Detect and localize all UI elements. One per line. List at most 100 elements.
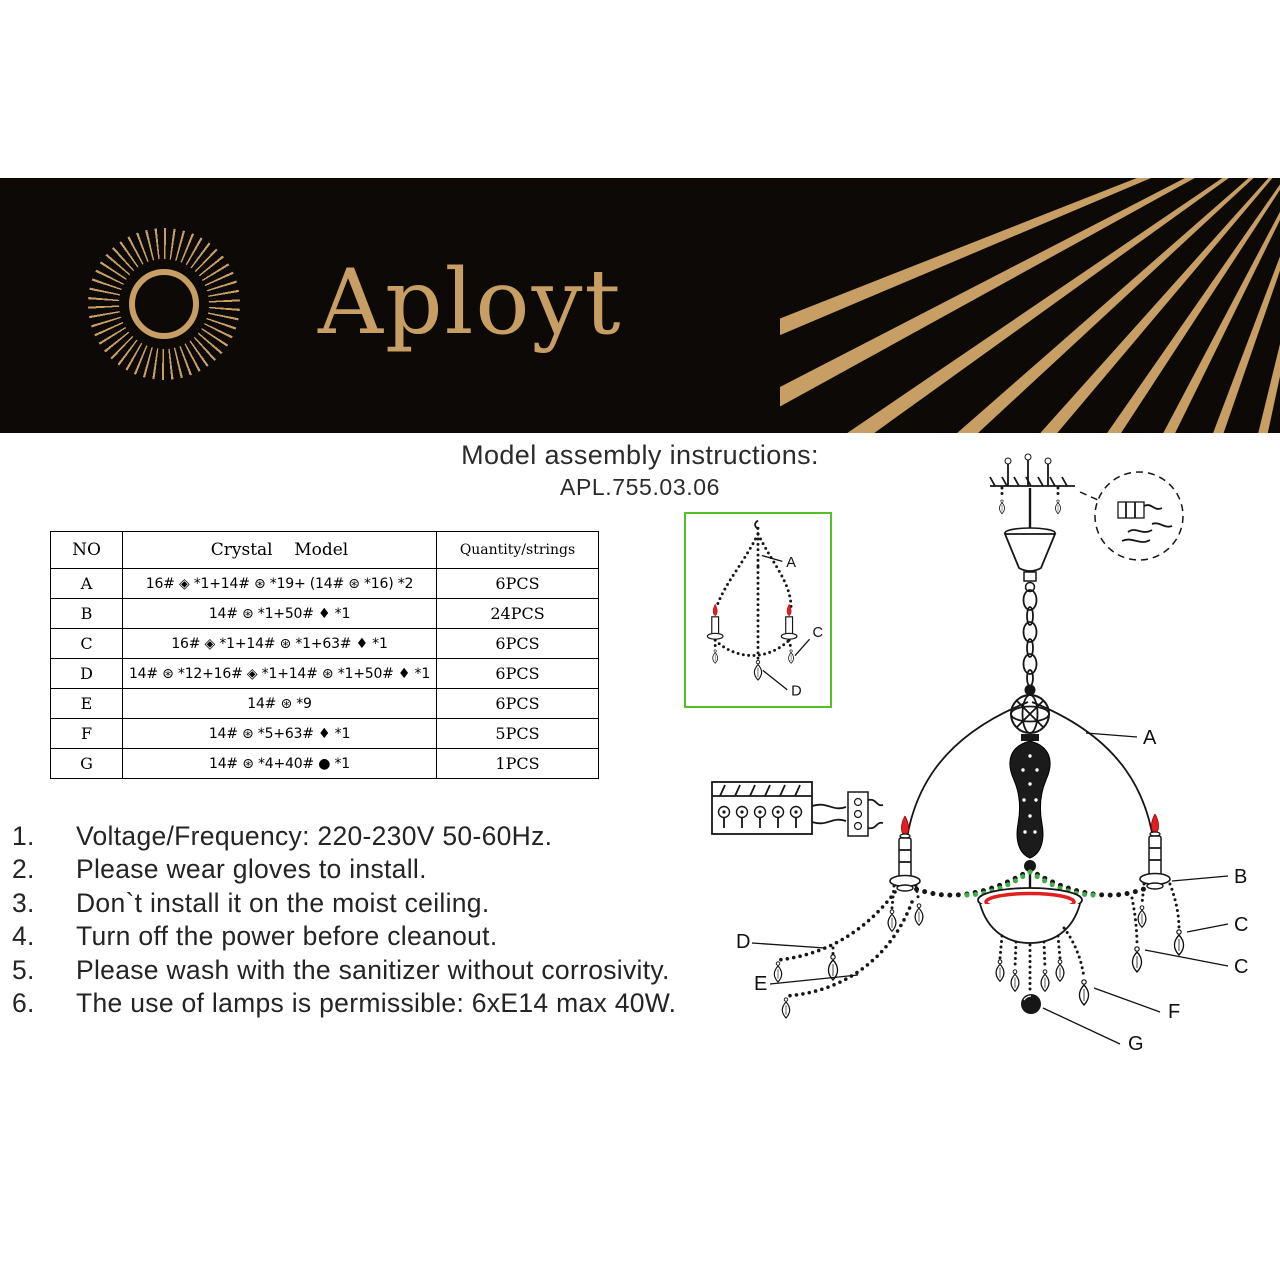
instruction-text: Don`t install it on the moist ceiling. [76, 887, 490, 918]
table-row: D 14# ⊛ *12+16# ◈ *1+14# ⊛ *1+50# ♦ *1 6… [50, 658, 599, 689]
diagram-label-f: F [1168, 1001, 1180, 1023]
crystal-drop-icon [1040, 969, 1050, 992]
instruction-item: 5. Please wash with the sanitizer withou… [12, 954, 757, 987]
instruction-list: 1. Voltage/Frequency: 220-230V 50-60Hz. … [12, 820, 757, 1020]
part-letter: D [50, 658, 123, 689]
center-bowl [977, 887, 1090, 1014]
quantity: 6PCS [436, 658, 599, 689]
table-row: B 14# ⊛ *1+50# ♦ *1 24PCS [50, 598, 599, 629]
crystal-model: 14# ⊛ *5+63# ♦ *1 [122, 718, 437, 749]
left-candle [887, 815, 924, 932]
table-row: G 14# ⊛ *4+40# ● *1 1PCS [50, 748, 599, 779]
diagram-label-g: G [1128, 1033, 1144, 1055]
green-bead-highlight [959, 869, 1033, 898]
diagram-label-d: D [736, 931, 750, 953]
diagram-label-c: C [812, 625, 823, 641]
baluster-ornament [1021, 754, 1039, 834]
col-header-no: NO [50, 531, 123, 569]
green-bead-highlight [1027, 869, 1101, 898]
small-diagram-labels: A C D [761, 554, 823, 700]
table-row: C 16# ◈ *1+14# ⊛ *1+63# ♦ *1 6PCS [50, 628, 599, 659]
center-column [1009, 684, 1051, 892]
instruction-item: 2. Please wear gloves to install. [12, 853, 757, 886]
model-number: APL.755.03.06 [560, 474, 720, 500]
page-title: Model assembly instructions: [461, 440, 819, 470]
canopy [1003, 533, 1057, 572]
baluster-body [1009, 740, 1051, 859]
crystal-drop-icon [999, 499, 1005, 515]
parts-table: NO Crystal Model Quantity/strings A 16# … [50, 531, 599, 779]
table-header-row: NO Crystal Model Quantity/strings [50, 531, 599, 569]
starburst-logo-center [129, 269, 199, 339]
part-letter: C [50, 628, 123, 659]
small-chandelier-diagram: A C D [706, 519, 823, 700]
instruction-number: 6. [12, 988, 35, 1019]
col-header-model: Crystal Model [122, 531, 437, 569]
diagram-label-e: E [754, 973, 767, 995]
crystal-pendant-icon [827, 954, 839, 981]
col-header-quantity: Quantity/strings [436, 531, 599, 569]
mini-candle-right [780, 603, 798, 664]
crystal-drop-icon [1055, 499, 1061, 515]
chain [1022, 589, 1038, 687]
quantity: 6PCS [436, 688, 599, 719]
table-row: A 16# ◈ *1+14# ⊛ *19+ (14# ⊛ *16) *2 6PC… [50, 568, 599, 599]
bead-swag-right [756, 532, 793, 610]
crystal-drop-icon [773, 961, 783, 983]
table-row: E 14# ⊛ *9 6PCS [50, 688, 599, 719]
diagram-labels: A B C C D E F G [736, 727, 1248, 1055]
instruction-text: Please wear gloves to install. [76, 854, 427, 885]
canopy-and-chain [1003, 527, 1057, 687]
instruction-text: Voltage/Frequency: 220-230V 50-60Hz. [76, 821, 553, 851]
ceiling-plate [989, 453, 1075, 530]
small-diagram-frame: A C D [684, 512, 832, 708]
crystal-drop-icon [1131, 946, 1143, 973]
wiring-terminal-block [711, 781, 884, 837]
crystal-drop-icon [1010, 969, 1020, 992]
bulb-flame-icon [1151, 813, 1159, 835]
crystal-drop-icon [781, 997, 791, 1019]
table-row: F 14# ⊛ *5+63# ♦ *1 5PCS [50, 718, 599, 749]
quantity: 6PCS [436, 628, 599, 659]
bead-swag [784, 900, 914, 998]
instruction-text: Turn off the power before cleanout. [76, 921, 498, 952]
quantity: 1PCS [436, 748, 599, 779]
part-letter: F [50, 718, 123, 749]
crystal-model: 14# ⊛ *12+16# ◈ *1+14# ⊛ *1+50# ♦ *1 [122, 658, 437, 689]
bulb-flame-icon [901, 815, 909, 837]
brand-wordmark: Aployt [318, 250, 623, 355]
part-letter: G [50, 748, 123, 779]
brand-banner: Aployt [0, 178, 1280, 433]
crystal-model: 16# ◈ *1+14# ⊛ *1+63# ♦ *1 [122, 628, 437, 659]
instruction-number: 5. [12, 954, 35, 985]
install-detail-inset [1079, 471, 1184, 561]
crystal-model: 16# ◈ *1+14# ⊛ *19+ (14# ⊛ *16) *2 [122, 568, 437, 599]
quantity: 5PCS [436, 718, 599, 749]
instruction-number: 3. [12, 887, 35, 918]
connector-block-icon [1117, 501, 1145, 519]
crystal-drop-icon [1173, 929, 1185, 956]
inset-detail-circle [1094, 471, 1184, 561]
diagram-label-b: B [1234, 866, 1247, 888]
diagram-label-c2: C [1234, 956, 1248, 978]
instruction-item: 4. Turn off the power before cleanout. [12, 920, 757, 953]
instruction-item: 6. The use of lamps is permissible: 6xE1… [12, 987, 757, 1020]
right-candle [1137, 813, 1171, 928]
part-letter: E [50, 688, 123, 719]
crystal-drop-icon [995, 959, 1005, 982]
crystal-model: 14# ⊛ *4+40# ● *1 [122, 748, 437, 779]
instruction-text: Please wash with the sanitizer without c… [76, 954, 670, 985]
crystal-model: 14# ⊛ *1+50# ♦ *1 [122, 598, 437, 629]
large-chandelier-diagram: A B C C D E F G [711, 453, 1248, 1055]
instruction-number: 1. [12, 821, 35, 851]
bead-swag-left [714, 532, 760, 610]
part-letter: B [50, 598, 123, 629]
instruction-item: 1. Voltage/Frequency: 220-230V 50-60Hz. [12, 820, 757, 853]
crystal-model: 14# ⊛ *9 [122, 688, 437, 719]
diagram-label-a: A [1143, 727, 1157, 749]
left-swags [773, 890, 914, 1019]
instruction-number: 4. [12, 921, 35, 952]
right-drops [1130, 882, 1185, 973]
hands-icon [1121, 522, 1173, 543]
